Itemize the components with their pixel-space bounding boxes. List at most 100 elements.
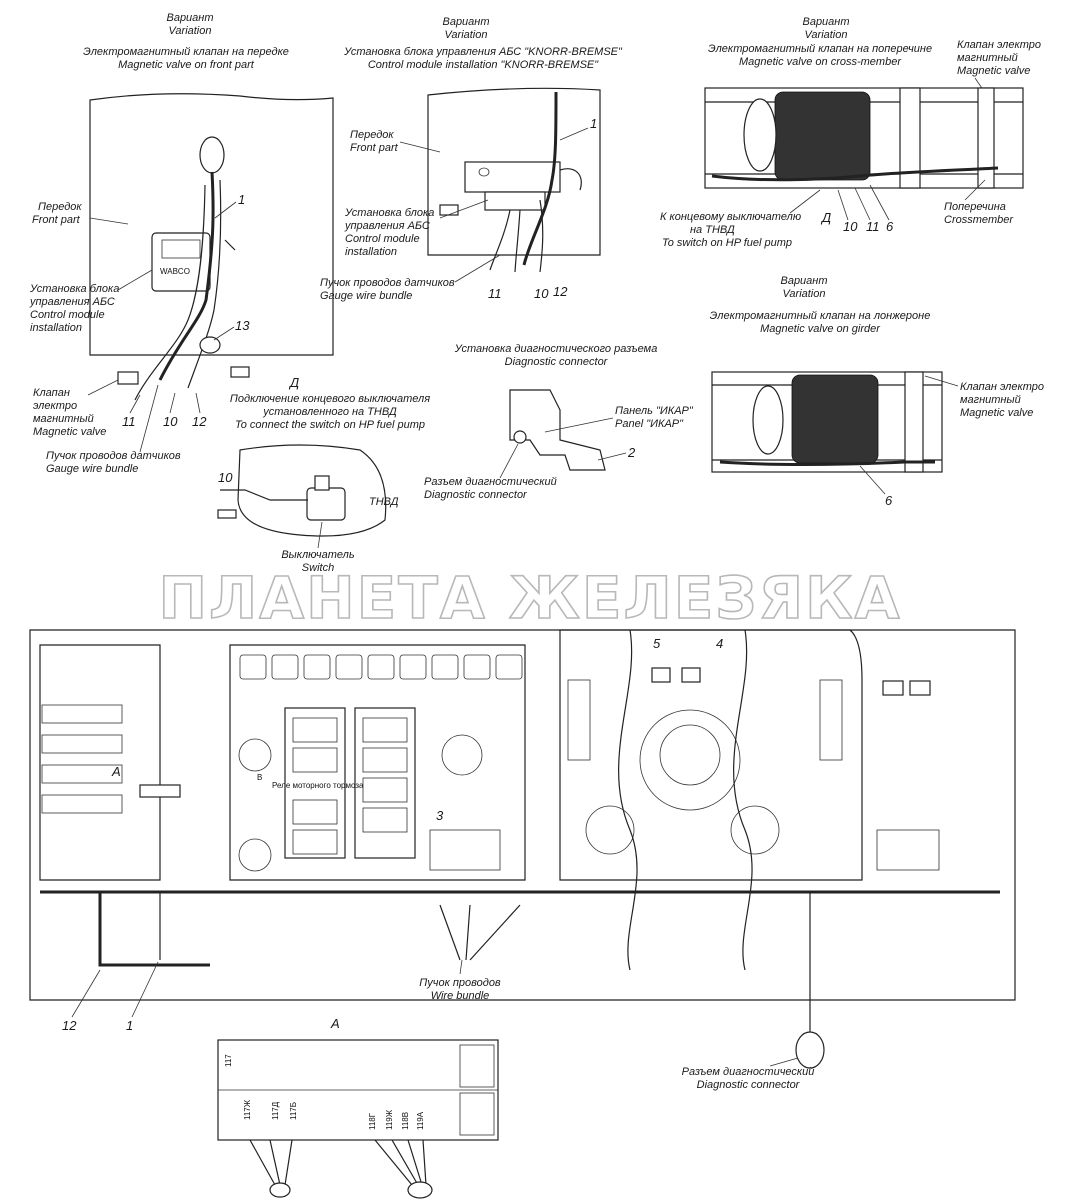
switch-9 [495,654,523,680]
v3-callout-11: 11 [866,219,880,234]
v1-wire-3 [134,184,206,401]
diag-panel-ru: Панель "ИКАР" [615,405,694,417]
diag-leader-2 [597,452,627,461]
relay-1 [292,717,338,743]
v4-valve-ru-2: магнитный [960,394,1021,406]
v1-bundle-leader [139,384,159,453]
v2-callout-11: 11 [488,286,502,301]
dash-tachometer-left [585,805,635,855]
detail-a-letter: A [330,1016,340,1031]
v1-grommet [199,136,225,174]
detail-a-leads-left [249,1139,293,1186]
detail-d-title-ru-1: Подключение концевого выключателя [230,393,430,405]
dash-conn-leader [769,1057,799,1067]
v3-radiator [743,98,777,172]
v1-leader-11 [129,394,141,414]
v2-abs-eye [478,167,490,177]
v2-wire-loop [559,168,582,191]
detail-d-switch-body [306,487,346,521]
dash-left-panel [39,644,161,881]
v1-abs-en-2: installation [30,322,82,334]
v2-abs-en-1: Control module [345,233,420,245]
v2-bundle-en: Gauge wire bundle [320,290,412,302]
v4-engine [791,374,879,464]
v3-frame [704,87,1024,189]
v1-valve-ru-2: электро [33,400,77,412]
v1-valve-ru-1: Клапан [33,387,70,399]
dash-indicator-strip-left [567,679,591,761]
detail-d-switch-top [314,475,330,491]
detail-d-title-en: To connect the switch on HP fuel pump [235,419,425,431]
diag-panel-en: Panel "ИКАР" [615,418,684,430]
v2-abs-leader [439,199,489,219]
detail-a-bundle-end-left [269,1182,291,1198]
detail-d-letter: Д [288,375,299,390]
v1-title-ru: Электромагнитный клапан на передке [83,46,289,58]
variant-cross-member: Вариант Variation Электромагнитный клапа… [660,16,1041,249]
wire-118g: 118Г [368,1112,377,1130]
fuse-row-2 [41,734,123,754]
detail-d-outline [237,444,387,537]
v3-valve-ru-1: Клапан электро [957,39,1041,51]
v4-valve-ru-1: Клапан электро [960,381,1044,393]
v3-leader-11 [854,187,871,221]
relay-5 [362,717,408,743]
variant-front-part: Вариант Variation Электромагнитный клапа… [29,12,334,475]
relay-4 [292,829,338,855]
dash-callout-12: 12 [62,1018,77,1033]
detail-d-wire [220,489,308,501]
v3-callout-10: 10 [843,219,858,234]
dashboard-assembly: A Реле моторного тормоза В [29,629,1016,1091]
dash-tachometer-right [730,805,780,855]
v3-variant-ru: Вариант [802,16,849,28]
switch-3 [303,654,331,680]
dash-harness-12 [98,892,210,967]
v1-connector-13 [199,336,221,354]
v1-abs-leader [117,269,153,291]
v2-title-ru: Установка блока управления АБС "KNORR-BR… [343,46,623,58]
detail-a-leads-right [374,1139,427,1186]
wire-119zh: 119Ж [385,1109,394,1130]
v3-valve-ru-2: магнитный [957,52,1018,64]
detail-a-fuse-block: A 117 117Ж 117Д 117Б 118Г 119Ж 118В 119А [217,1016,499,1199]
fuse-row-3 [41,764,123,784]
v1-leader-1 [214,201,237,219]
v2-abs-ru-1: Установка блока [344,207,434,219]
dash-leader-12 [71,969,101,1018]
v3-cross-leader [964,179,986,201]
v1-callout-13: 13 [235,318,250,333]
dash-bundle-leader [459,959,463,975]
detail-d-switch-en: Switch [302,562,334,574]
v2-front-en: Front part [350,142,399,154]
dash-gauge-left-1 [238,738,272,772]
v3-wire [711,166,999,182]
dash-bundle-wires [439,904,521,961]
wire-118v: 118В [401,1112,410,1130]
dash-letter-v: В [257,773,262,782]
v2-plug [439,204,459,216]
v1-wire-stub [224,239,236,251]
v1-wire-2 [187,179,222,389]
relay-7 [362,777,408,803]
diag-title-en: Diagnostic connector [505,356,609,368]
v1-front-leader [89,217,129,225]
v2-wire-11 [489,209,511,271]
dash-connector-4 [681,667,701,683]
dash-switch-row [239,654,523,680]
v1-abs-module [151,232,211,292]
relay-column-2 [354,707,416,859]
v2-wire-12 [539,199,544,273]
wire-117d: 117Д [271,1101,280,1120]
dash-relay-label: Реле моторного тормоза [272,781,364,790]
dash-outline [29,629,1016,1001]
v2-callout-10: 10 [534,286,549,301]
v4-leader-6 [859,465,886,495]
v3-crossmember-2 [977,87,995,189]
v1-variant-en: Variation [168,25,211,37]
v3-callout-6: 6 [886,219,894,234]
v2-abs-en-2: installation [345,246,397,258]
v1-plug [230,366,250,378]
v1-callout-12: 12 [192,414,207,429]
v1-title-en: Magnetic valve on front part [118,59,255,71]
v4-radiator [752,385,784,455]
